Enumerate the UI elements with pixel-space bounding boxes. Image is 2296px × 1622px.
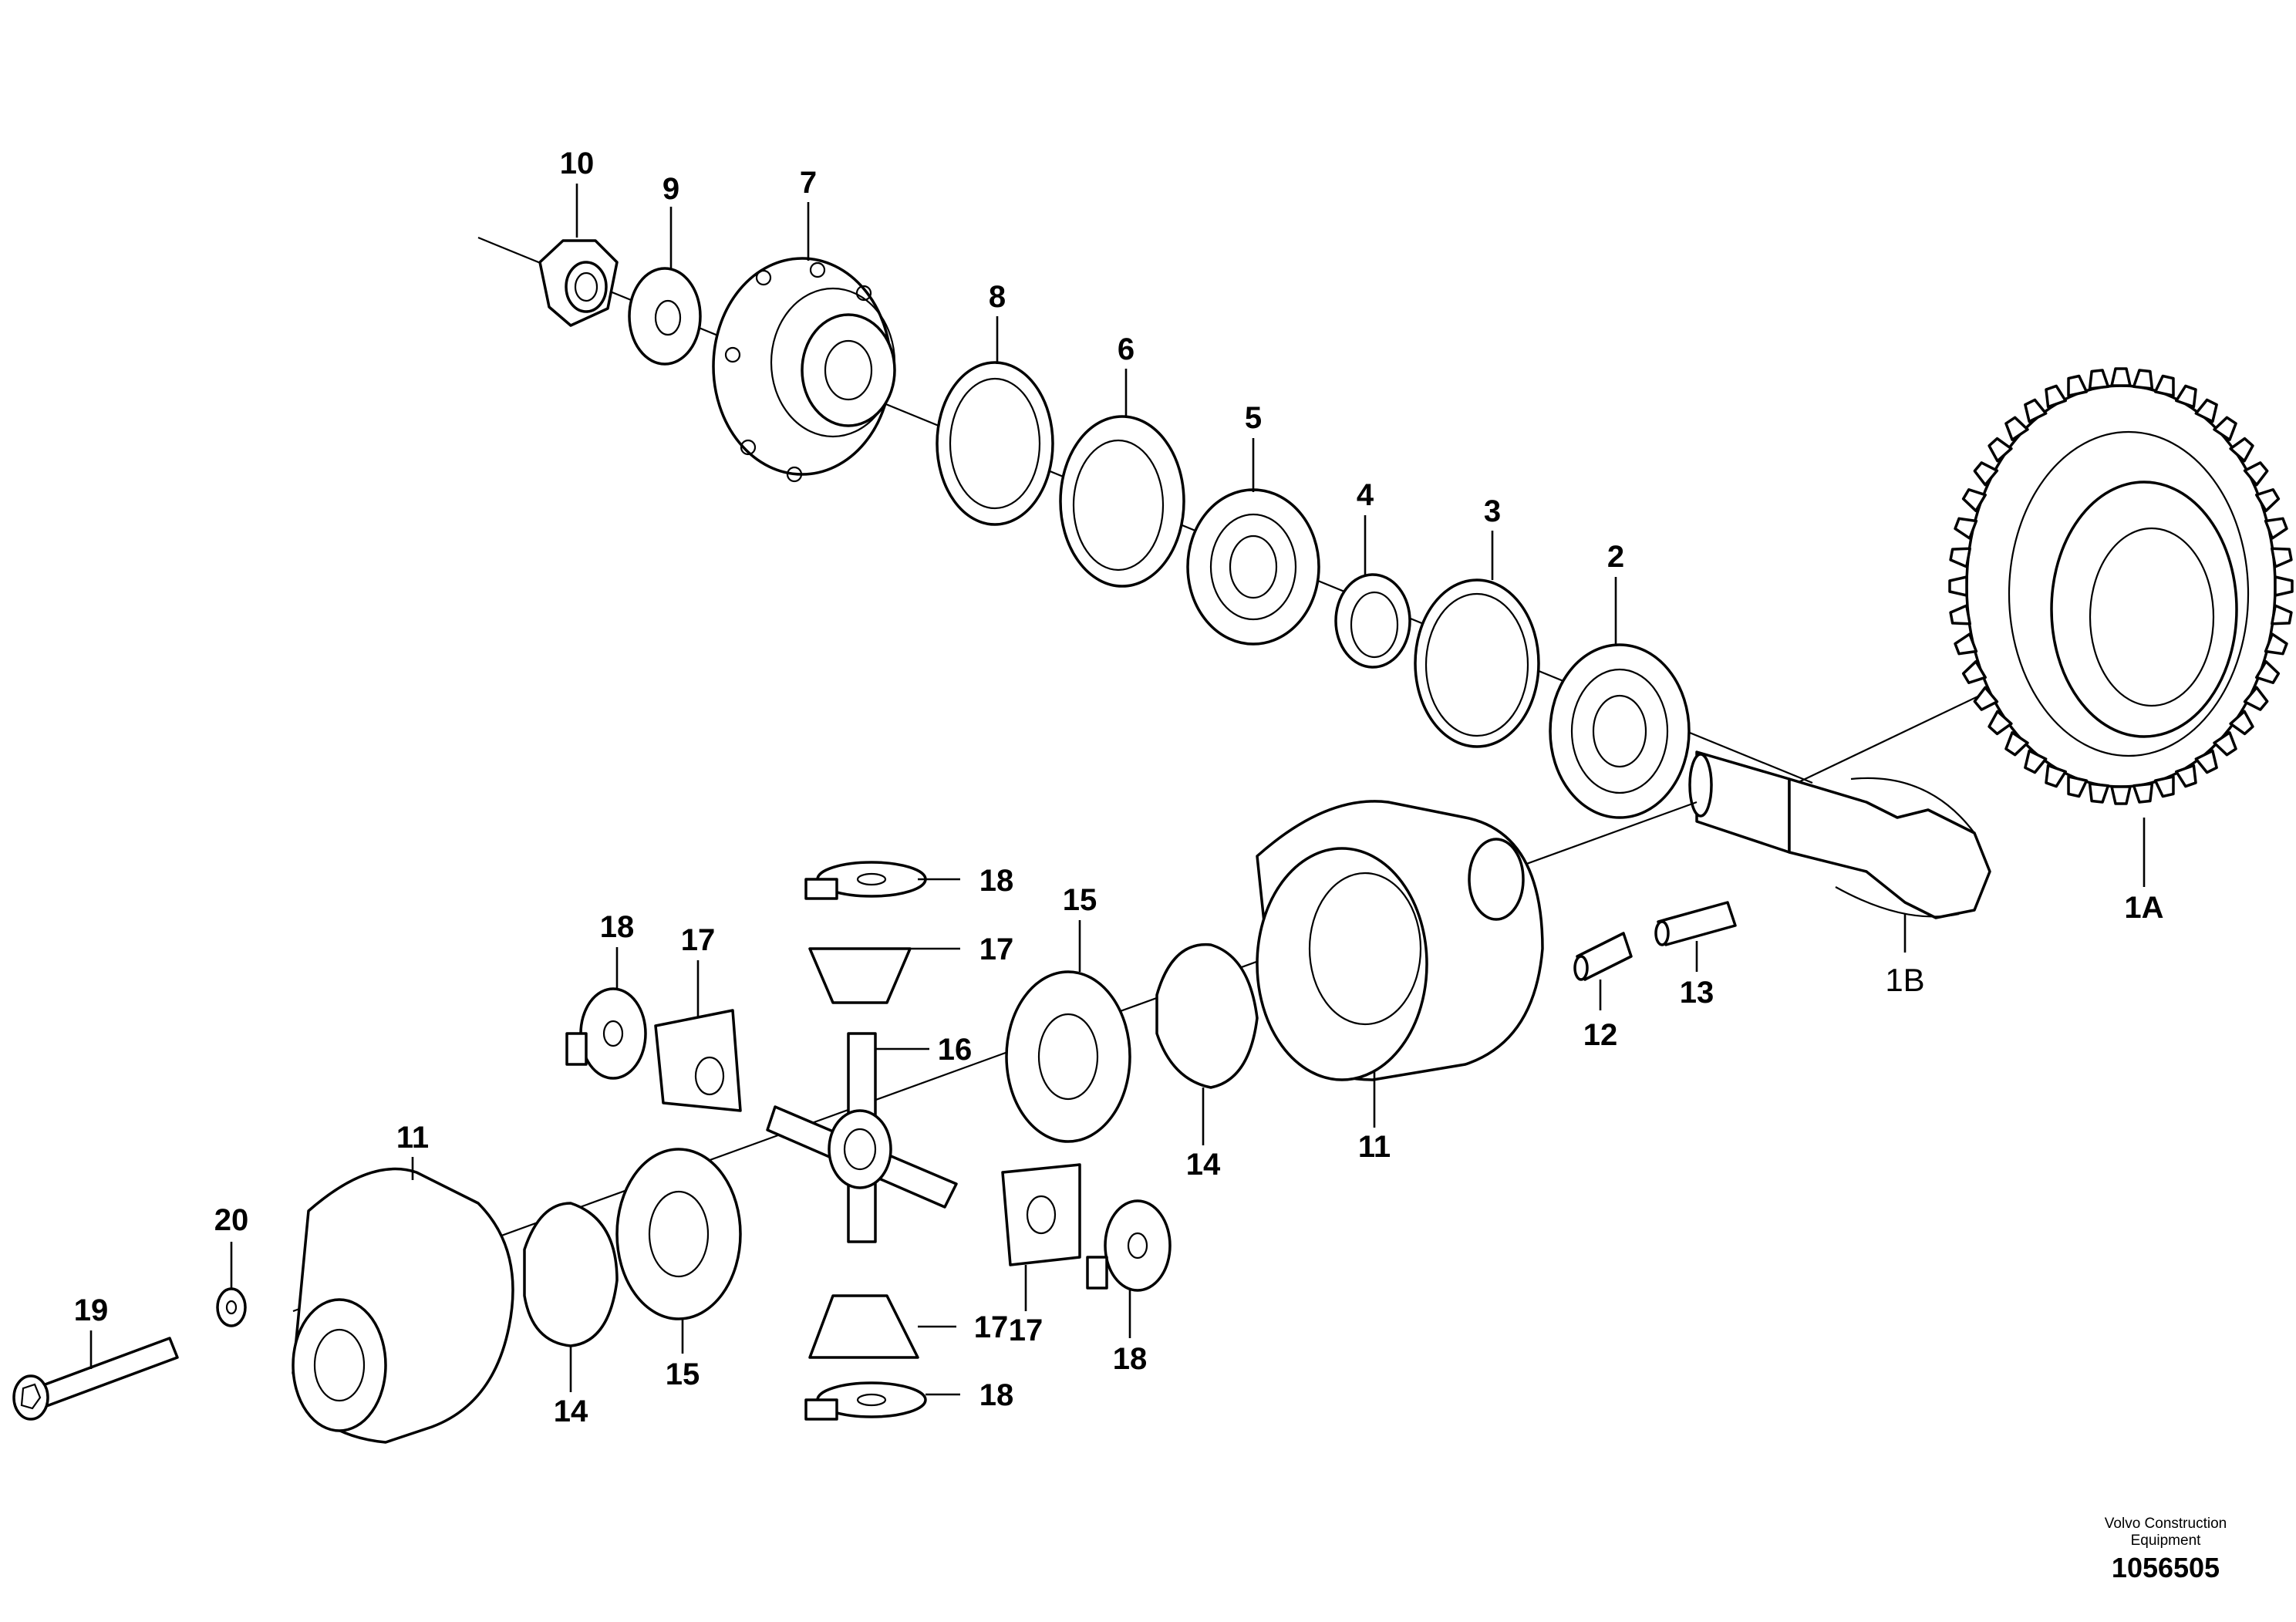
part-11-right-housing (1256, 800, 1544, 1081)
part-15-bottom-side-gear (615, 1148, 742, 1320)
callout-9: 9 (663, 172, 679, 206)
callout-4: 4 (1357, 478, 1374, 512)
callout-6: 6 (1118, 332, 1135, 366)
part-17-bottom-pinion-gear (808, 1294, 919, 1359)
part-3-shim (1414, 578, 1540, 748)
ring-gear-tooth (2274, 575, 2294, 597)
callout-14-left: 14 (554, 1394, 588, 1428)
callout-17-mid: 17 (1009, 1313, 1043, 1347)
callout-19: 19 (74, 1293, 109, 1327)
callout-10: 10 (560, 147, 595, 180)
ring-gear-tooth (2110, 785, 2132, 805)
part-10-nut (538, 239, 619, 327)
callout-15-bottom: 15 (666, 1357, 700, 1391)
callout-5: 5 (1245, 401, 1262, 435)
callout-17-bottom: 17 (974, 1310, 1009, 1344)
callout-17-left: 17 (681, 923, 716, 957)
ring-gear-tooth (2063, 373, 2089, 397)
callout-18-top: 18 (979, 864, 1014, 898)
callout-18-left: 18 (600, 910, 635, 944)
callout-18-bottom: 18 (979, 1378, 1014, 1412)
ring-gear-tooth (2063, 775, 2089, 799)
part-5-bearing (1186, 488, 1320, 646)
callout-16: 16 (938, 1033, 973, 1067)
part-18-bottom-washer (804, 1381, 927, 1421)
part-20-washer (216, 1287, 247, 1327)
part-16-spider-cross (766, 1032, 958, 1243)
callout-20: 20 (214, 1203, 249, 1237)
leader-lines (89, 184, 2146, 1396)
callout-11-right: 11 (1358, 1130, 1391, 1164)
part-6-seal (1059, 415, 1185, 588)
ring-gear-tooth (2086, 368, 2110, 390)
ring-gear-tooth (2153, 775, 2179, 799)
part-15-top-side-gear (1005, 970, 1131, 1143)
callout-18-right: 18 (1113, 1342, 1148, 1376)
credit-line-1: Volvo Construction (2105, 1516, 2227, 1532)
part-17-left-pinion-gear (654, 1009, 742, 1112)
part-19-bolt (12, 1337, 179, 1421)
part-1a-ring-gear (1965, 384, 2277, 788)
part-18-right-washer (1086, 1199, 1172, 1292)
part-8-seal (936, 361, 1054, 526)
part-9-washer (628, 267, 702, 366)
ring-gear-tooth (2271, 544, 2294, 568)
part-18-left-washer (565, 987, 647, 1080)
part-7-flange (712, 257, 896, 483)
callout-2: 2 (1607, 540, 1624, 574)
part-2-bearing (1549, 643, 1691, 819)
ring-gear-tooth (2271, 604, 2294, 629)
part-17-mid-pinion-gear (1001, 1163, 1081, 1266)
part-12-pin (1573, 932, 1633, 981)
callout-1b: 1B (1885, 962, 1924, 998)
ring-gear-tooth (1948, 604, 1971, 629)
callout-1a: 1A (2124, 891, 2163, 925)
part-14-left-shim (523, 1202, 619, 1347)
ring-gear-tooth (1948, 544, 1971, 568)
callout-13: 13 (1680, 976, 1714, 1010)
callout-14-mid: 14 (1186, 1148, 1221, 1182)
part-13-pin (1654, 901, 1737, 946)
document-number: 1056505 (2112, 1552, 2220, 1583)
part-14-mid-shim (1155, 943, 1259, 1089)
ring-gear-tooth (2110, 367, 2132, 387)
credit-line-2: Equipment (2131, 1533, 2202, 1549)
part-4-spacer (1334, 573, 1411, 669)
callout-17-top: 17 (979, 932, 1014, 966)
ring-gear-tooth (2153, 373, 2179, 397)
callout-3: 3 (1484, 494, 1501, 528)
callout-8: 8 (989, 280, 1006, 314)
callout-15-top: 15 (1063, 883, 1097, 917)
ring-gear-tooth (2132, 368, 2156, 390)
ring-gear-tooth (2086, 782, 2110, 804)
ring-gear-tooth (1948, 575, 1968, 597)
callout-12: 12 (1583, 1018, 1618, 1052)
part-1b-pinion (1688, 750, 1991, 919)
ring-gear-tooth (2132, 782, 2156, 804)
part-17-top-pinion-gear (808, 947, 912, 1004)
part-11-left-housing (292, 1167, 514, 1444)
part-18-top-washer (804, 861, 927, 900)
callout-7: 7 (800, 166, 817, 200)
callout-11-left: 11 (396, 1121, 429, 1155)
